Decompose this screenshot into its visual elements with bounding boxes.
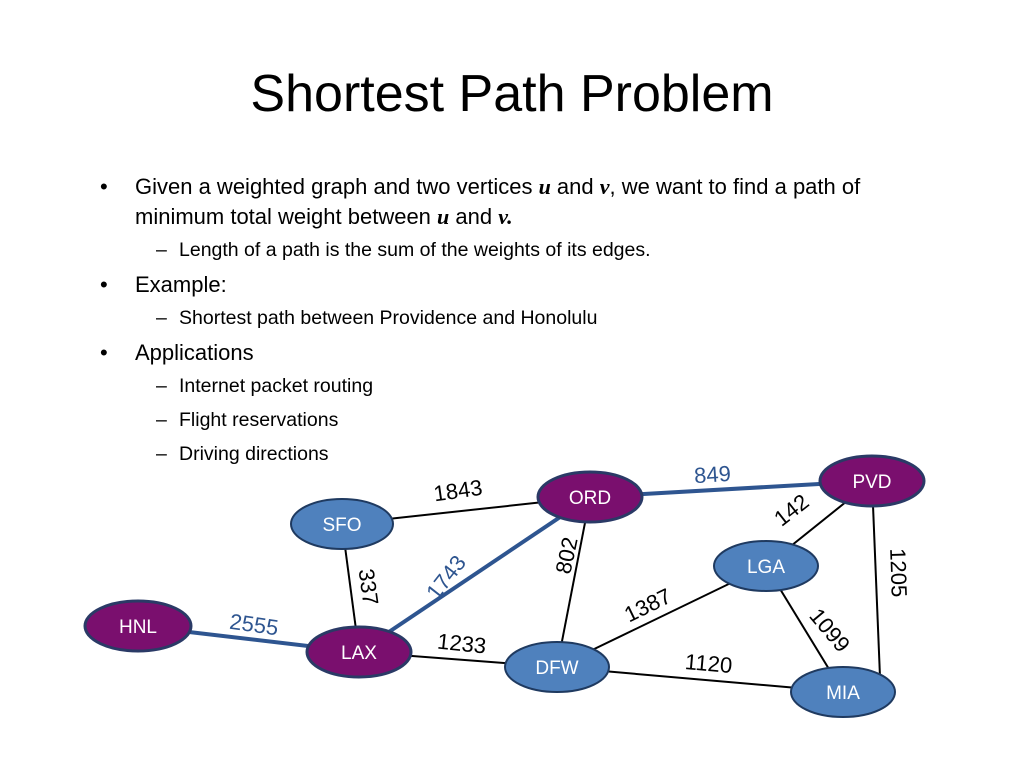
bullet-text: Applications: [135, 340, 254, 365]
node-lga: LGA: [713, 540, 819, 592]
node-mia: MIA: [790, 666, 896, 718]
slide-title: Shortest Path Problem: [250, 65, 774, 123]
sub-bullet-text: Length of a path is the sum of the weigh…: [179, 239, 651, 261]
dash-mark: –: [156, 239, 167, 261]
weight-ord-pvd: 849: [693, 461, 731, 489]
node-pvd: PVD: [818, 454, 926, 508]
sub-bullet-path-length: – Length of a path is the sum of the wei…: [100, 236, 930, 264]
node-lax: LAX: [305, 625, 413, 679]
node-ord: ORD: [536, 470, 644, 524]
sub-bullet-text: Internet packet routing: [179, 375, 374, 397]
node-label-ord: ORD: [569, 488, 611, 509]
weight-dfw-mia: 1120: [684, 649, 733, 678]
bullet-mark: •: [100, 174, 108, 199]
bullet-text: Example:: [135, 272, 227, 297]
sub-bullet-example: – Shortest path between Providence and H…: [100, 304, 930, 332]
node-sfo: SFO: [290, 498, 394, 550]
dash-mark: –: [156, 307, 167, 329]
node-dfw: DFW: [504, 641, 610, 693]
var-v: v.: [498, 204, 513, 229]
edge-ord-dfw: [556, 496, 591, 668]
edge-pvd-mia: [871, 480, 881, 678]
dash-mark: –: [156, 375, 167, 397]
node-label-mia: MIA: [826, 683, 860, 704]
weight-sfo-ord: 1843: [432, 475, 484, 507]
edge-lax-ord: [357, 495, 592, 654]
sub-bullet-routing: – Internet packet routing: [100, 372, 930, 400]
bullet-mark: •: [100, 272, 108, 297]
node-label-dfw: DFW: [535, 658, 578, 679]
weight-lax-ord: 1743: [421, 550, 471, 604]
node-hnl: HNL: [83, 599, 193, 653]
var-u: u: [437, 204, 450, 229]
weight-ord-dfw: 802: [551, 535, 583, 576]
bullet-applications: • Applications: [100, 338, 930, 368]
sub-bullet-text: Driving directions: [179, 443, 329, 465]
dash-mark: –: [156, 443, 167, 465]
weight-sfo-lax: 337: [353, 567, 383, 607]
node-label-pvd: PVD: [852, 472, 891, 493]
bullet-example: • Example:: [100, 270, 930, 300]
node-label-lga: LGA: [747, 557, 785, 578]
bullet-list: • Given a weighted graph and two vertice…: [100, 172, 930, 474]
dash-mark: –: [156, 409, 167, 431]
node-label-sfo: SFO: [322, 515, 361, 536]
var-v: v: [599, 174, 610, 199]
node-label-hnl: HNL: [119, 617, 157, 638]
sub-bullet-text: Flight reservations: [179, 409, 339, 431]
sub-bullet-text: Shortest path between Providence and Hon…: [179, 307, 598, 329]
var-u: u: [538, 174, 551, 199]
sub-bullet-flights: – Flight reservations: [100, 406, 930, 434]
bullet-text: and: [550, 174, 600, 199]
bullet-text: , we want to find a path of minimum tota…: [135, 174, 861, 229]
weight-dfw-lga: 1387: [620, 583, 675, 627]
sub-bullet-driving: – Driving directions: [100, 440, 930, 468]
weight-lga-mia: 1099: [804, 603, 855, 657]
bullet-text: and: [449, 204, 499, 229]
bullet-text: Given a weighted graph and two vertices: [135, 174, 539, 199]
bullet-definition: • Given a weighted graph and two vertice…: [100, 172, 930, 232]
node-label-lax: LAX: [341, 643, 377, 664]
weight-lga-pvd: 142: [769, 489, 813, 531]
bullet-mark: •: [100, 340, 108, 365]
weight-pvd-mia: 1205: [885, 548, 912, 598]
weight-lax-dfw: 1233: [436, 629, 487, 659]
